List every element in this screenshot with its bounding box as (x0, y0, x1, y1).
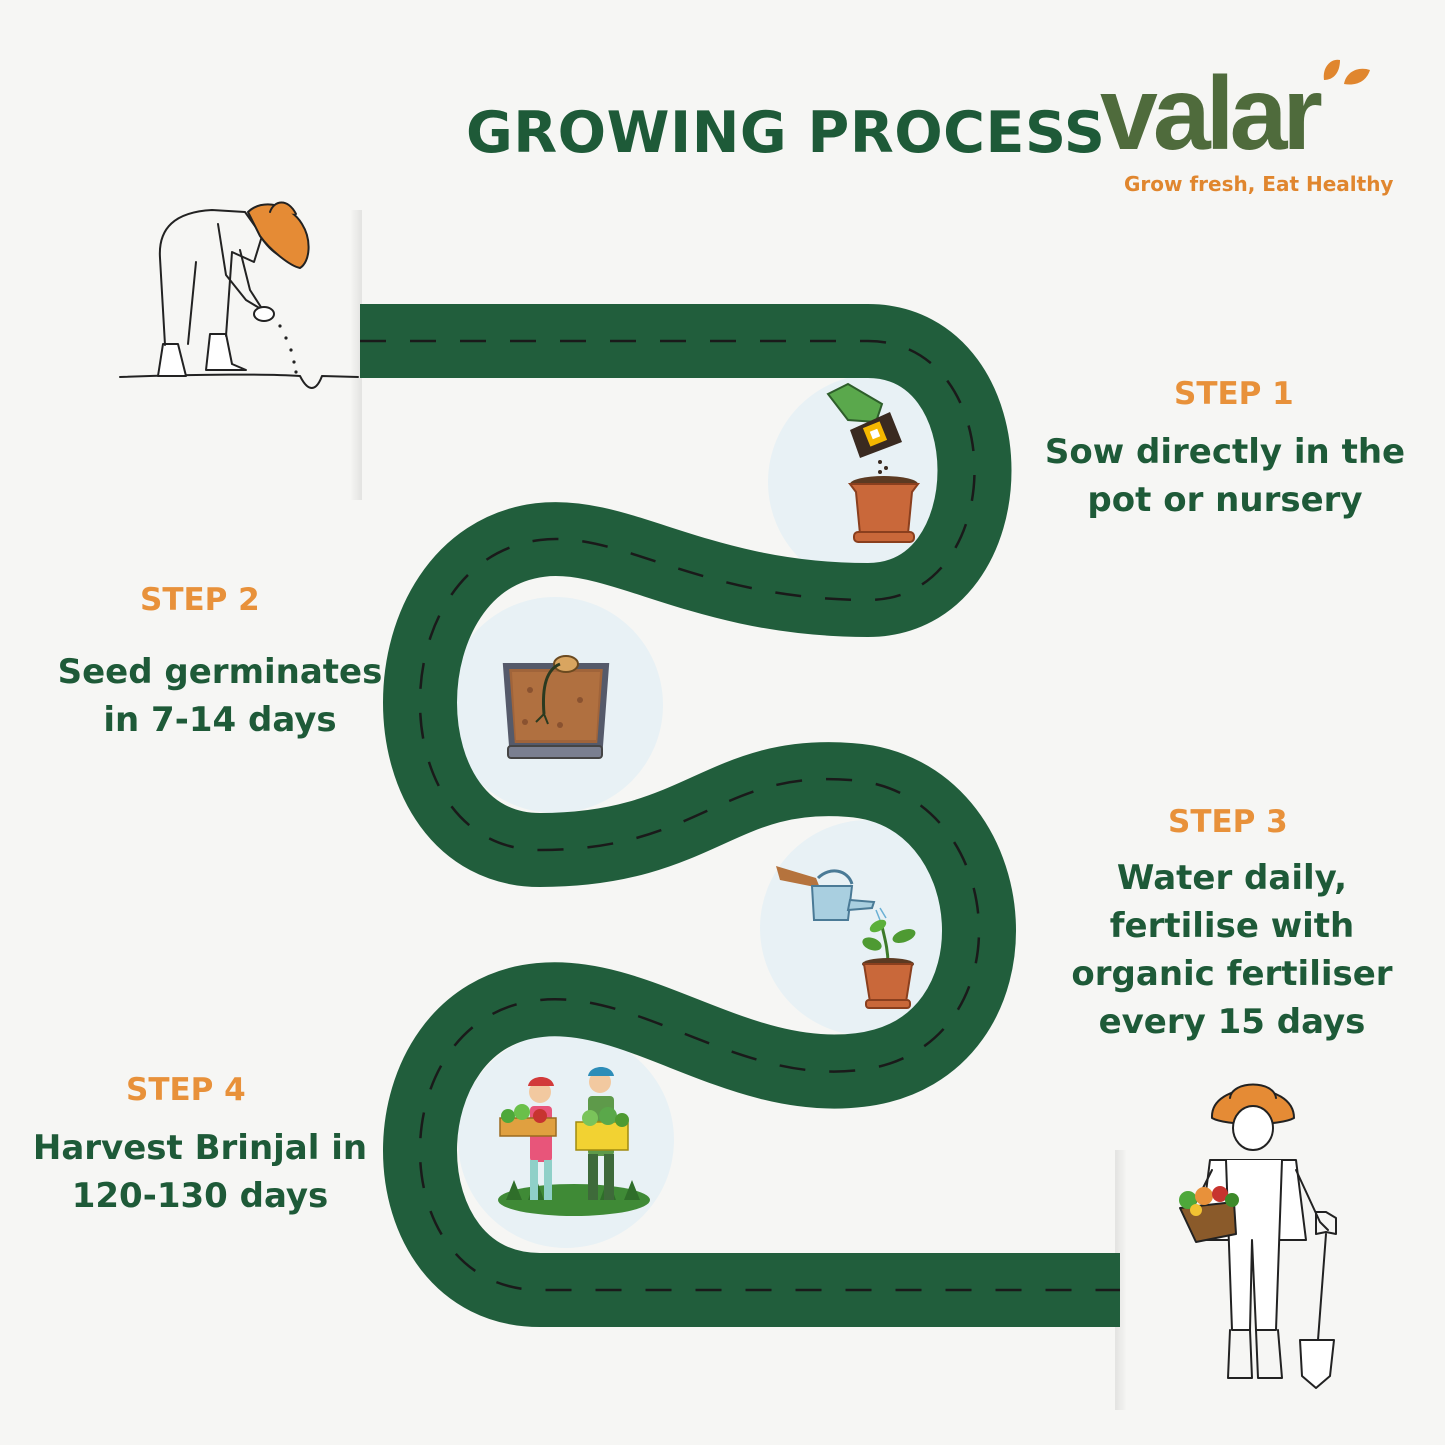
step1-text: Sow directly in the pot or nursery (1030, 428, 1420, 524)
step4-text: Harvest Brinjal in 120-130 days (20, 1124, 380, 1220)
step3-icon-circle (760, 820, 976, 1036)
step3-text-line: fertilise with (1109, 906, 1355, 946)
brand-tagline: Grow fresh, Eat Healthy (1124, 172, 1394, 196)
road-center-line (360, 339, 1120, 1292)
step3-text: Water daily, fertilise with organic fert… (1050, 854, 1414, 1046)
seed-packet-pot-icon (826, 382, 920, 543)
step4-text-line: Harvest Brinjal in (32, 1128, 368, 1168)
harvest-farmers-icon (498, 1067, 650, 1216)
step3-text-line: every 15 days (1098, 1002, 1366, 1042)
step3-text-line: organic fertiliser (1071, 954, 1393, 994)
brand-logo: valar Grow fresh, Eat Healthy (1100, 56, 1394, 202)
step3-label: STEP 3 (1168, 804, 1288, 840)
step2-text-line: Seed germinates (57, 652, 383, 692)
step2-text: Seed germinates in 7-14 days (40, 648, 400, 744)
step4-label: STEP 4 (126, 1072, 246, 1108)
step1-text-line: Sow directly in the (1044, 432, 1406, 472)
step1-text-line: pot or nursery (1087, 480, 1363, 520)
page-title: GROWING PROCESS (466, 100, 1106, 166)
step3-text-line: Water daily, (1116, 858, 1348, 898)
step2-text-line: in 7-14 days (103, 700, 337, 740)
step2-label: STEP 2 (140, 582, 260, 618)
leaf-icon (1323, 59, 1370, 85)
watering-can-plant-icon (776, 866, 916, 1009)
farmer-with-basket-icon (1179, 1083, 1337, 1389)
step1-label: STEP 1 (1174, 376, 1294, 412)
step4-text-line: 120-130 days (71, 1176, 329, 1216)
germinating-seed-icon (502, 655, 610, 759)
brand-name: valar (1100, 56, 1323, 172)
farmer-sowing-icon (119, 201, 359, 389)
